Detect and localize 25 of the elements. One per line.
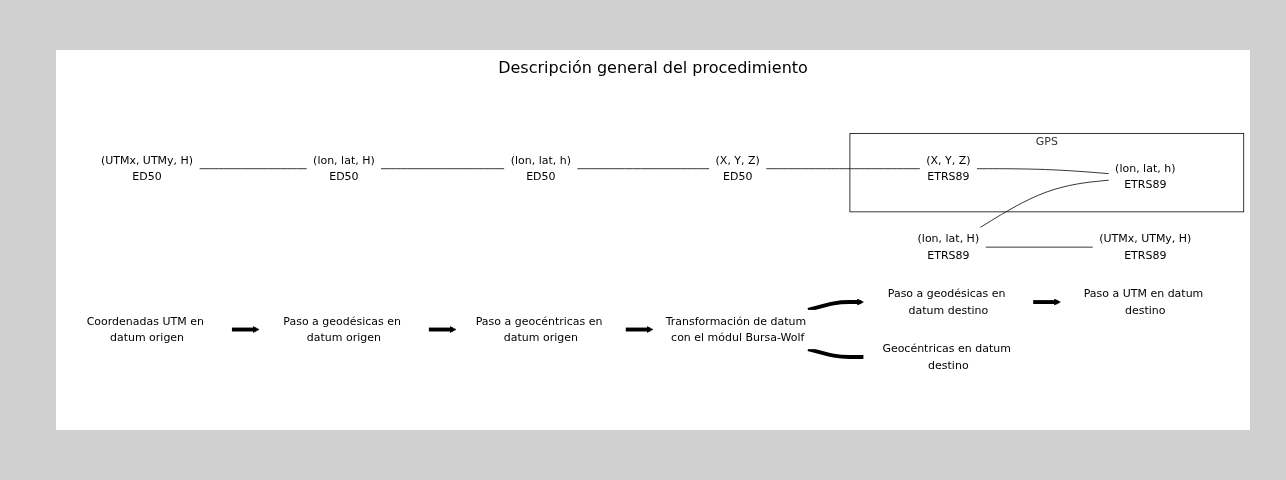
arrow [625, 325, 654, 333]
node-text: (lon, lat, H) ETRS89 [917, 231, 980, 261]
node-text: (lon, lat, H) ED50 [313, 153, 375, 183]
node-text: Coordenadas UTM en datum origen [86, 314, 204, 344]
diagram-title: Descripción general del procedimiento [498, 58, 808, 77]
node-text: Paso a geocéntricas en datum origen [475, 314, 603, 344]
connector [979, 179, 1110, 228]
arrow [1033, 298, 1061, 305]
connector [807, 346, 864, 359]
arrow [807, 298, 864, 312]
node-text: Paso a geodésicas en datum destino [887, 286, 1006, 316]
node-text: (X, Y, Z) ED50 [715, 153, 760, 183]
connector [765, 167, 921, 169]
node-text: (lon, lat, h) ETRS89 [1115, 161, 1176, 191]
node-text: (UTMx, UTMy, H) ETRS89 [1099, 231, 1192, 261]
node-text: (X, Y, Z) ETRS89 [926, 153, 971, 183]
node-text: Paso a geodésicas en datum origen [283, 314, 402, 344]
node-text: Paso a UTM en datum destino [1083, 286, 1204, 316]
connector [976, 167, 1110, 174]
node-text: (lon, lat, h) ED50 [510, 153, 571, 183]
node-text: (UTMx, UTMy, H) ED50 [100, 153, 194, 183]
arrow [428, 325, 457, 333]
node-text: Geocéntricas en datum destino [882, 341, 1011, 371]
node-text: Transformación de datum con el módul Bursa-Wolf [665, 314, 807, 344]
arrow [231, 325, 260, 333]
